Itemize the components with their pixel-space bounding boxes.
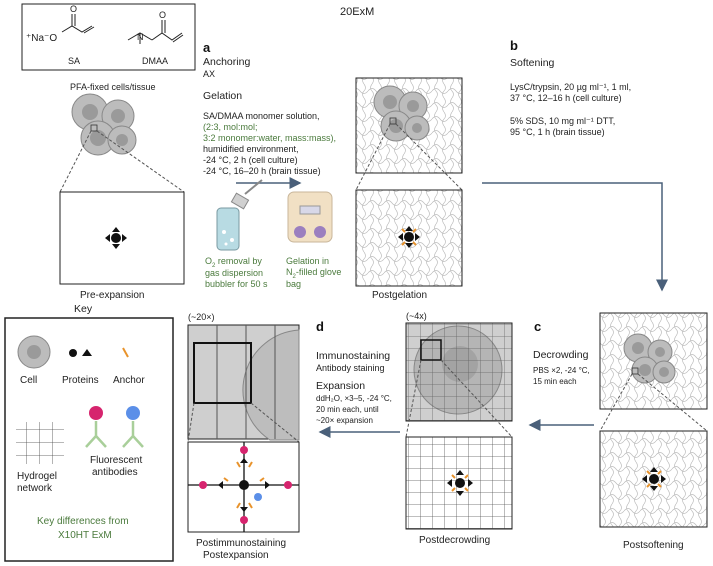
postgel-protein <box>398 226 420 248</box>
postimmuno-caption-1: Postimmunostaining <box>196 538 287 549</box>
expansion-line-2: 20 min each, until <box>316 405 379 414</box>
decrowding-line-1: PBS ×2, -24 °C, <box>533 366 590 375</box>
key-hydrogel-label-2: network <box>17 483 53 494</box>
key-diff-label-2: X10HT ExM <box>58 530 112 541</box>
softening-line-3: 5% SDS, 10 mg ml⁻¹ DTT, <box>510 116 616 126</box>
key-proteins-label: Proteins <box>62 375 99 386</box>
postdecrowd-protein <box>447 470 473 496</box>
step-c-letter: c <box>534 319 542 334</box>
glove-caption-line3: bag <box>286 279 302 289</box>
softening-line-1: LysC/trypsin, 20 µg ml⁻¹, 1 ml, <box>510 82 632 92</box>
step-b-letter: b <box>510 38 518 53</box>
key-proteins-icon <box>69 349 92 357</box>
gelation-line-5: -24 °C, 2 h (cell culture) <box>203 155 298 165</box>
postsoft-protein <box>642 467 666 491</box>
sa-label: SA <box>68 56 81 66</box>
postgel-cells <box>373 85 430 142</box>
pre-expansion-caption: Pre-expansion <box>80 290 145 301</box>
gelation-line-3: 3:2 monomer:water, mass:mass), <box>203 133 337 143</box>
svg-text:N: N <box>137 32 144 42</box>
postdecrowd-caption: Postdecrowding <box>419 535 491 546</box>
softening-line-2: 37 °C, 12–16 h (cell culture) <box>510 93 622 103</box>
o2-caption-line3: bubbler for 50 s <box>205 279 268 289</box>
key-antibody-icons <box>85 406 144 448</box>
expansion-title: Expansion <box>316 380 366 392</box>
anchoring-title: Anchoring <box>203 56 251 68</box>
dmaa-structure <box>127 20 184 44</box>
glove-caption-line2: N2-filled glove <box>286 267 342 280</box>
svg-text:O: O <box>159 10 166 20</box>
key-cell-icon <box>17 335 51 369</box>
svg-text:O: O <box>70 4 77 14</box>
key-hydrogel-icon <box>16 422 64 464</box>
softening-title: Softening <box>510 57 555 69</box>
immunostaining-sub: Antibody staining <box>316 363 385 373</box>
key-title: Key <box>74 303 93 315</box>
softening-line-4: 95 °C, 1 h (brain tissue) <box>510 127 605 137</box>
postsoft-caption: Postsoftening <box>623 540 684 551</box>
glove-bag-illustration <box>287 191 333 243</box>
decrowding-title: Decrowding <box>533 349 589 361</box>
pfa-cells <box>71 93 137 156</box>
key-anchor-icon <box>122 347 129 358</box>
decrowding-line-2: 15 min each <box>533 377 577 386</box>
immunostaining-title: Immunostaining <box>316 350 391 362</box>
step-a-letter: a <box>203 40 211 55</box>
gelation-title: Gelation <box>203 90 243 102</box>
postsoft-cells <box>623 333 676 384</box>
key-cell-label: Cell <box>20 375 38 386</box>
expansion-line-1: ddH₂O, ×3–5, -24 °C, <box>316 394 392 403</box>
key-fluor-label-1: Fluorescent <box>90 455 143 466</box>
dmaa-label: DMAA <box>142 56 169 66</box>
key-anchor-label: Anchor <box>113 375 145 386</box>
postexp-proteins <box>199 446 292 524</box>
mag-4x-label: (~4x) <box>406 311 427 321</box>
key-fluor-label-2: antibodies <box>92 467 138 478</box>
gelation-line-2: (2:3, mol:mol; <box>203 122 258 132</box>
anchoring-sub: AX <box>203 69 216 79</box>
gelation-line-4: humidified environment, <box>203 144 299 154</box>
figure-title: 20ExM <box>340 6 375 18</box>
sa-structure <box>61 14 95 34</box>
bubbler-illustration <box>216 179 263 251</box>
gelation-line-6: -24 °C, 16–20 h (brain tissue) <box>203 166 321 176</box>
o2-caption-line2: gas dispersion <box>205 268 264 278</box>
key-hydrogel-label-1: Hydrogel <box>17 471 58 482</box>
gelation-line-1: SA/DMAA monomer solution, <box>203 111 320 121</box>
postimmuno-caption-2: Postexpansion <box>203 550 269 561</box>
glove-caption-line1: Gelation in <box>286 256 330 266</box>
monomer-box <box>21 3 196 71</box>
o2-caption-line1: O2 removal by <box>205 256 262 269</box>
pfa-caption: PFA-fixed cells/tissue <box>70 82 156 92</box>
expansion-line-3: ~20× expansion <box>316 416 373 425</box>
mag-20x-label: (~20×) <box>188 312 215 322</box>
key-diff-label-1: Key differences from <box>37 516 129 527</box>
sa-ion-label: ⁺Na⁻O <box>26 33 58 44</box>
pre-protein <box>105 227 127 249</box>
postgel-caption: Postgelation <box>372 290 428 301</box>
step-d-letter: d <box>316 319 324 334</box>
